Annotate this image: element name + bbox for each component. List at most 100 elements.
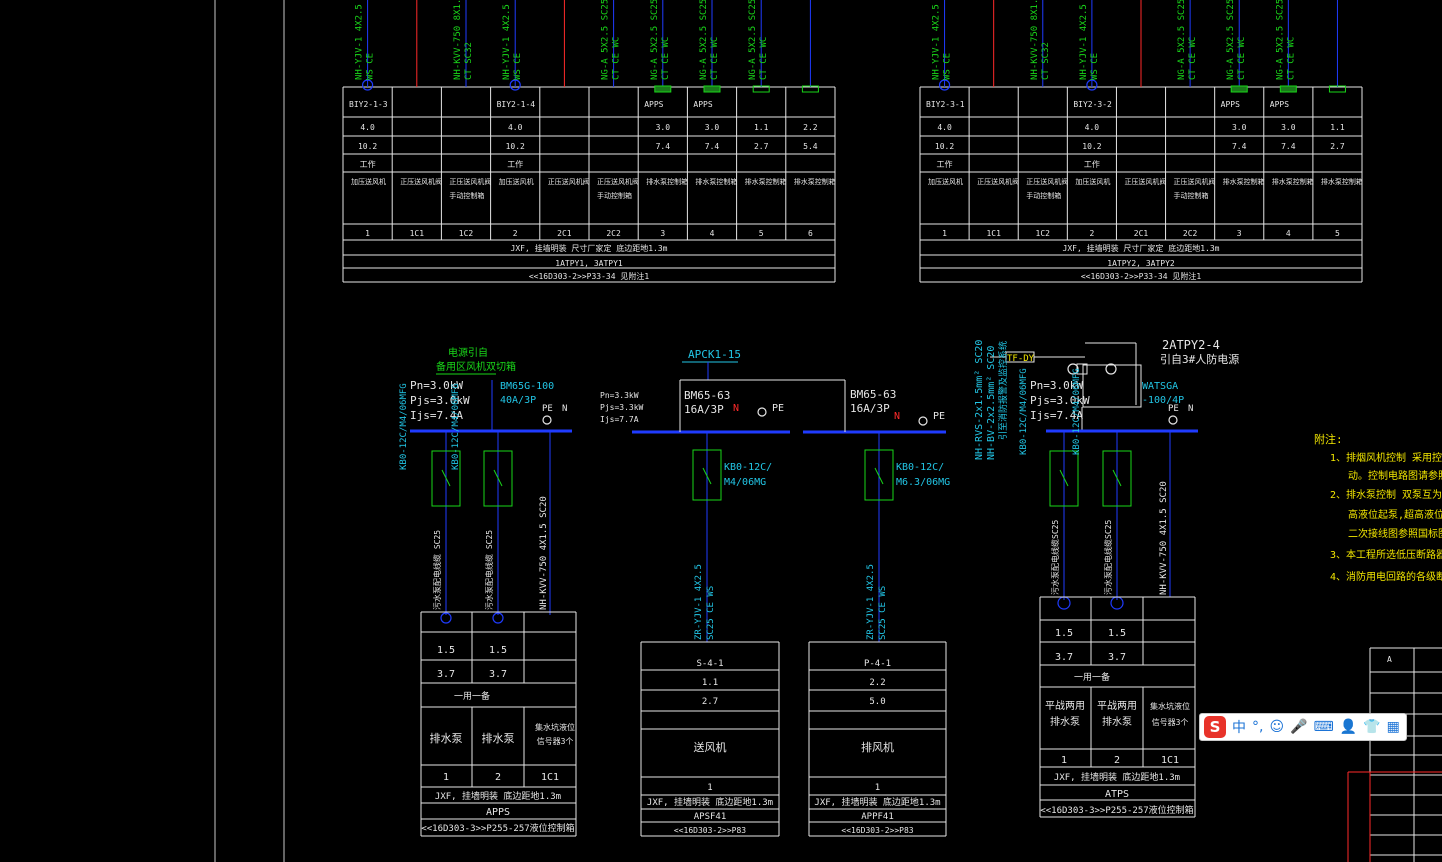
top-left-power-value: 3.0 — [705, 123, 720, 132]
atps-ijs: Ijs=7.4A — [1030, 409, 1083, 422]
atps-contactor-label: KB0-12C/M4/06MFG — [1019, 368, 1029, 455]
ime-skin-icon[interactable]: 👕 — [1363, 719, 1381, 735]
atps-circuit-number: 2 — [1114, 755, 1120, 766]
apps-footer-spec: JXF, 挂墙明装 底边距地1.3m — [435, 790, 561, 802]
atps-title: 2ATPY2-4 — [1162, 338, 1220, 352]
top-right-cable-label: NG-A 5X2.5 SC25 — [1177, 0, 1187, 80]
top-left-device-name: 加压送风机 — [351, 177, 386, 186]
notes-line: 2、排水泵控制 双泵互为备用 — [1330, 488, 1442, 501]
mid-ground-symbol — [918, 416, 928, 426]
ime-logo-icon[interactable]: S — [1204, 716, 1226, 738]
mid-ijs: Ijs=7.7A — [600, 415, 639, 424]
atps-contactor-label: KB0-12C/M4/06MFG — [1072, 368, 1082, 455]
top-left-circuit-number: 2C1 — [557, 229, 572, 238]
ime-voice-icon[interactable]: 🎤 — [1290, 719, 1308, 735]
mid-contactor-box — [692, 449, 722, 501]
top-left-device-name: 正压送风机阀 — [449, 177, 491, 186]
top-right-power-value: 3.0 — [1281, 123, 1296, 132]
top-right-cable-label: NG-A 5X2.5 SC25 — [1226, 0, 1236, 80]
top-right-contact-symbol — [1328, 85, 1346, 93]
mid-device-name: 送风机 — [694, 740, 727, 754]
top-right-device-name: 加压送风机 — [1075, 177, 1110, 186]
top-left-device-name: 排水泵控制箱 — [695, 177, 737, 186]
top-right-footer-spec: JXF, 挂墙明装 尺寸厂家定 底边距地1.3m — [1063, 243, 1220, 253]
top-right-cable-label: NG-A 5X2.5 SC25 — [1275, 0, 1285, 80]
apps-mode-label: 一用一备 — [454, 690, 490, 702]
mid-breaker-b-model: BM65-63 — [850, 388, 896, 401]
top-left-circuit-tag: APPS — [693, 100, 712, 109]
atps-contactor-switch — [1059, 469, 1069, 487]
ime-user-icon[interactable]: 👤 — [1339, 719, 1358, 735]
top-left-status-value: 工作 — [360, 159, 376, 169]
atps-footer-ref: <<16D303-3>>P255-257液位控制箱 — [1040, 804, 1193, 816]
ime-language-toggle[interactable]: 中 — [1232, 720, 1246, 736]
top-left-device-name: 正压送风机阀 — [400, 177, 442, 186]
atps-source: 引自3#人防电源 — [1160, 352, 1239, 366]
atps-pjs: Pjs=3.0kW — [1030, 394, 1090, 407]
top-left-contact-symbol — [801, 85, 819, 93]
apps-contactor-switch — [441, 469, 451, 487]
top-right-circuit-number: 5 — [1335, 229, 1340, 238]
mid-pe-label: PE — [933, 411, 945, 422]
atps-control-cable-label: NH-KVV-750 4X1.5 SC20 — [1159, 481, 1169, 595]
top-right-circuit-number: 1 — [942, 229, 947, 238]
mid-device-name: 排风机 — [861, 740, 894, 754]
notes-title: 附注: — [1314, 432, 1343, 446]
mid-cable-label: ZR-YJV-1 4X2.5 — [866, 564, 876, 640]
apps-footer-name: APPS — [486, 807, 510, 818]
top-right-circuit-number: 3 — [1237, 229, 1242, 238]
apps-ground-symbol — [542, 415, 552, 425]
ime-punctuation-toggle[interactable]: °, — [1252, 719, 1264, 735]
atps-feeder-label: NH-BV-2x2.5mm² SC20 — [986, 346, 997, 460]
atps-tf-label: TF-DY — [1007, 354, 1035, 364]
apps-footer-ref: <<16D303-3>>P255-257液位控制箱 — [421, 822, 574, 834]
top-left-cable-label: CT CE WC — [759, 37, 769, 80]
apps-current-value: 3.7 — [437, 669, 455, 680]
mid-current-value: 2.7 — [702, 697, 718, 707]
top-left-circuit-number: 6 — [808, 229, 813, 238]
mid-bus-label: APCK1-15 — [688, 348, 741, 361]
top-left-contact-symbol — [654, 85, 672, 93]
apps-pn: Pn=3.0kW — [410, 379, 463, 392]
mid-footer-ref: <<16D303-2>>P83 — [674, 826, 746, 835]
top-right-cable-label: CT CE WC — [1286, 37, 1296, 80]
top-left-circuit-number: 2C2 — [606, 229, 621, 238]
apps-supply-label: 电源引自 — [448, 346, 488, 359]
ime-toolbar[interactable]: S 中 °, ☺ 🎤 ⌨ 👤 👕 ▦ — [1199, 713, 1407, 741]
top-left-circuit-tag: BIY2-1-3 — [349, 100, 388, 109]
ime-emoji-icon[interactable]: ☺ — [1269, 719, 1285, 735]
top-right-device-name: 排水泵控制箱 — [1272, 177, 1314, 186]
ime-keyboard-icon[interactable]: ⌨ — [1313, 719, 1334, 735]
notes-line: 1、排烟风机控制 采用控制箱 — [1330, 451, 1442, 464]
mid-footer-spec: JXF, 挂墙明装 底边距地1.3m — [814, 796, 940, 808]
atps-current-value: 3.7 — [1055, 652, 1073, 663]
apps-cable-label: 污水泵配电线缆 SC25 — [484, 530, 494, 610]
top-right-current-value: 10.2 — [935, 142, 954, 151]
notes-line: 高液位起泵,超高液位两泵同 — [1348, 508, 1442, 521]
atps-terminal-box — [1076, 363, 1088, 375]
apps-ijs: Ijs=7.4A — [410, 409, 463, 422]
mid-pn: Pn=3.3kW — [600, 391, 639, 400]
top-left-device-name: 加压送风机 — [499, 177, 534, 186]
apps-device-name: 排水泵 — [482, 731, 515, 745]
top-left-device-name: 排水泵控制箱 — [745, 177, 787, 186]
apps-power-value: 1.5 — [437, 645, 455, 656]
apps-contactor-label: KB0-12C/M4/06MFG — [399, 383, 409, 470]
top-left-circuit-number: 4 — [710, 229, 715, 238]
mid-footer-ref: <<16D303-2>>P83 — [841, 826, 913, 835]
top-right-power-value: 3.0 — [1232, 123, 1247, 132]
apps-device-name: 集水坑液位 — [535, 722, 575, 732]
notes-line: 二次接线图参照国标图集16 — [1348, 527, 1442, 540]
apps-power-value: 1.5 — [489, 645, 507, 656]
mid-cable-label: ZR-YJV-1 4X2.5 — [694, 564, 704, 640]
mid-cable-label: SC25 CE WS — [878, 586, 888, 640]
atps-ats-rating: -100/4P — [1142, 395, 1184, 406]
top-right-circuit-number: 4 — [1286, 229, 1291, 238]
atps-footer-spec: JXF, 挂墙明装 底边距地1.3m — [1054, 771, 1180, 783]
atps-footer-name: ATPS — [1105, 789, 1129, 800]
top-right-device-name: 排水泵控制箱 — [1223, 177, 1265, 186]
mid-footer-name: APSF41 — [694, 812, 727, 822]
mid-contactor-label: M4/06MG — [724, 477, 766, 488]
ime-toolbox-icon[interactable]: ▦ — [1386, 719, 1400, 735]
